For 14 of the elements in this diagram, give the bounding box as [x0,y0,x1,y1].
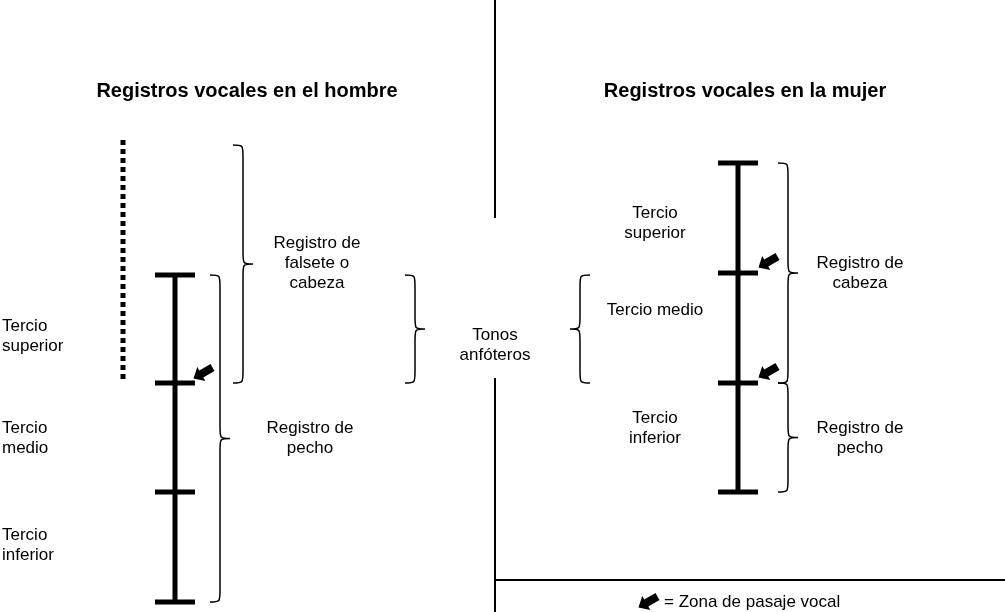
brace-label: Tonos anfóteros [458,325,532,365]
brace-label: Registro de pecho [815,418,905,458]
heading: Registros vocales en el hombre [95,78,399,102]
legend-text: = Zona de pasaje vocal [664,592,841,612]
scale-label: Tercio superior [623,203,687,243]
heading: Registros vocales en la mujer [602,78,888,102]
scale-label: Tercio superior [2,316,65,356]
scale-label: Tercio medio [605,300,705,320]
scale-label: Tercio inferior [628,408,682,448]
brace-label: Registro de pecho [265,418,355,458]
scale-label: Tercio inferior [2,525,55,565]
scale-label: Tercio medio [2,418,50,458]
brace-label: Registro de falsete o cabeza [272,233,362,293]
brace-label: Registro de cabeza [815,253,905,293]
